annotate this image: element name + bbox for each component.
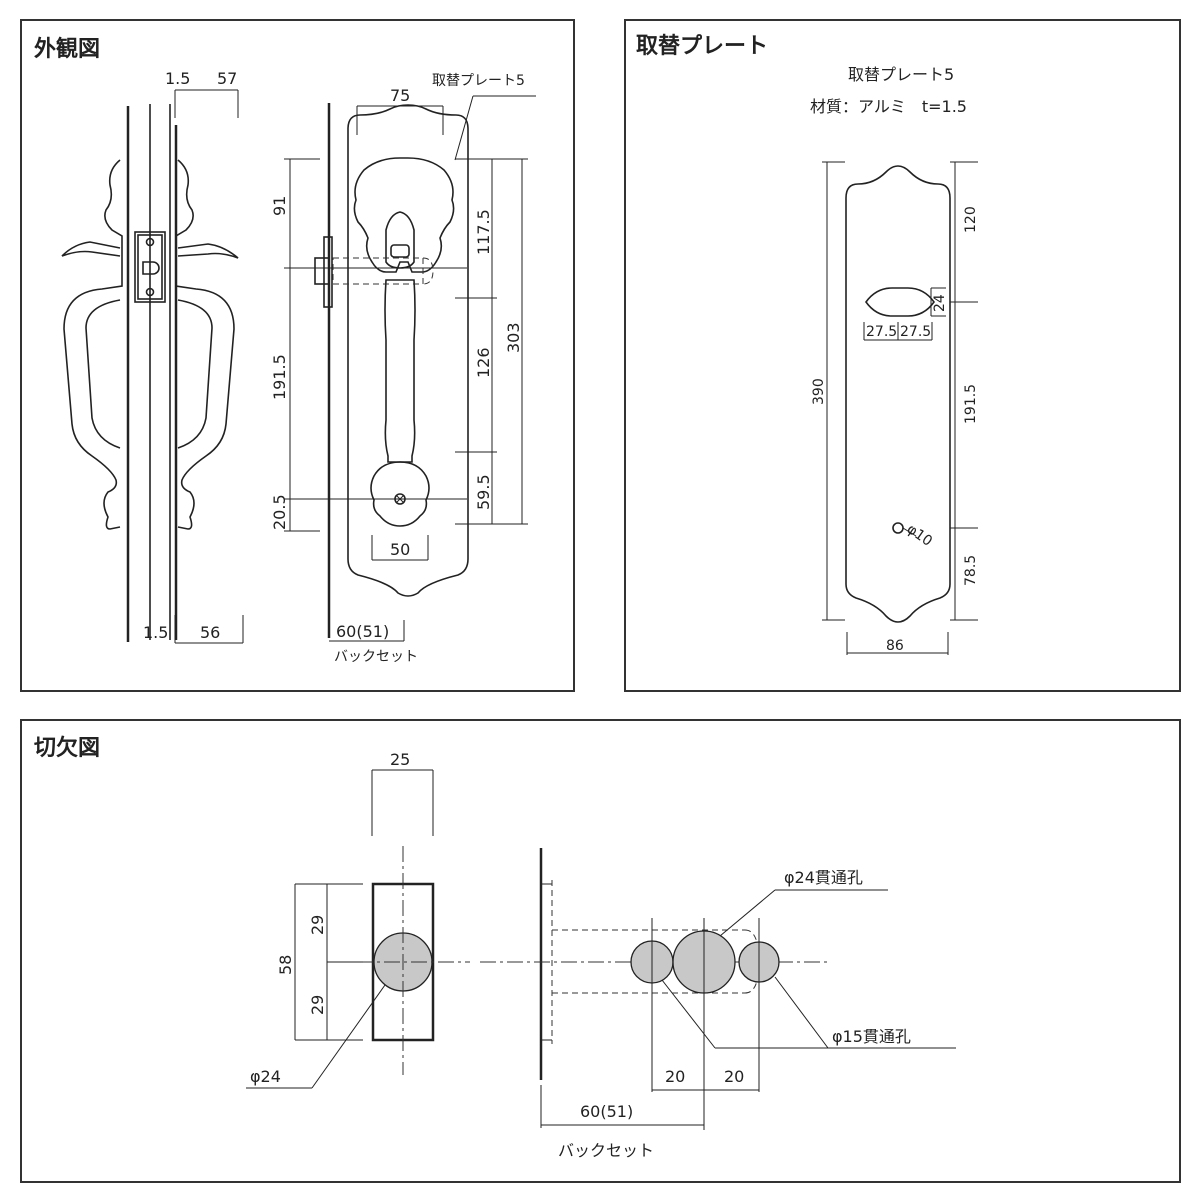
cutout-frame (20, 719, 1181, 1183)
dim-phi24-edge: φ24 (250, 1067, 281, 1086)
front-view: 91 191.5 20.5 117.5 126 59.5 303 75 取替プレ… (270, 73, 536, 665)
dim-78-5: 78.5 (963, 555, 979, 586)
dim-20-right: 20 (724, 1067, 744, 1086)
dim-top-1-5: 1.5 (165, 69, 190, 88)
plate-caption-2: 材質：アルミ t=1.5 (810, 97, 967, 116)
dim-117-5: 117.5 (474, 209, 493, 255)
outer-handle-side (63, 159, 123, 530)
plate-caption-1: 取替プレート5 (848, 65, 954, 84)
replacement-plate-outline (845, 165, 951, 623)
side-view: 1.5 57 1.5 56 (61, 69, 244, 644)
dim-191-5-plate: 191.5 (963, 384, 979, 424)
dim-120: 120 (963, 206, 979, 233)
dim-25: 25 (390, 750, 410, 769)
dim-27-5-right: 27.5 (900, 324, 931, 340)
handle-grip (384, 279, 416, 463)
ornate-handle-bottom (370, 461, 430, 527)
dim-191-5: 191.5 (270, 354, 289, 400)
backset-label: バックセット (334, 649, 418, 665)
cutout-panel: 切欠図 25 58 29 29 φ24 (20, 719, 1181, 1183)
dim-20-left: 20 (665, 1067, 685, 1086)
dim-86: 86 (886, 638, 904, 654)
dim-27-5-left: 27.5 (866, 324, 897, 340)
dim-390: 390 (811, 378, 827, 405)
plate-title: 取替プレート (636, 34, 768, 59)
dim-75: 75 (390, 86, 410, 105)
inner-handle-side (175, 159, 235, 530)
backset-value: 60(51) (336, 622, 389, 641)
dim-91: 91 (270, 196, 289, 216)
label-phi15-through: φ15貫通孔 (832, 1027, 911, 1046)
dim-29-bottom: 29 (308, 995, 327, 1015)
dim-126: 126 (474, 347, 493, 378)
cutout-backset-label: バックセット (558, 1141, 654, 1160)
dim-59-5: 59.5 (474, 474, 493, 510)
dim-20-5: 20.5 (270, 494, 289, 530)
dim-50: 50 (390, 540, 410, 559)
label-phi24-through: φ24貫通孔 (784, 868, 863, 887)
escutcheon-plate (347, 104, 469, 597)
dim-bottom-1-5: 1.5 (143, 623, 168, 642)
dim-29-top: 29 (308, 915, 327, 935)
dim-24-slot: 24 (932, 294, 948, 312)
keyhole-slot (865, 287, 935, 317)
exterior-view-panel: 外観図 1.5 57 (20, 19, 575, 692)
dim-303: 303 (504, 322, 523, 353)
cutout-title: 切欠図 (34, 735, 100, 761)
ornate-handle-top (353, 157, 455, 273)
dim-58: 58 (276, 955, 295, 975)
exterior-title: 外観図 (34, 36, 100, 62)
exterior-frame (20, 19, 575, 692)
plate-panel: 取替プレート 取替プレート5 材質：アルミ t=1.5 390 120 191.… (624, 19, 1181, 692)
cutout-backset-value: 60(51) (580, 1102, 633, 1121)
latch-faceplate (134, 231, 166, 303)
dim-bottom-56: 56 (200, 623, 220, 642)
plate-frame (624, 19, 1181, 692)
plate-callout: 取替プレート5 (432, 73, 525, 89)
dim-top-57: 57 (217, 69, 237, 88)
